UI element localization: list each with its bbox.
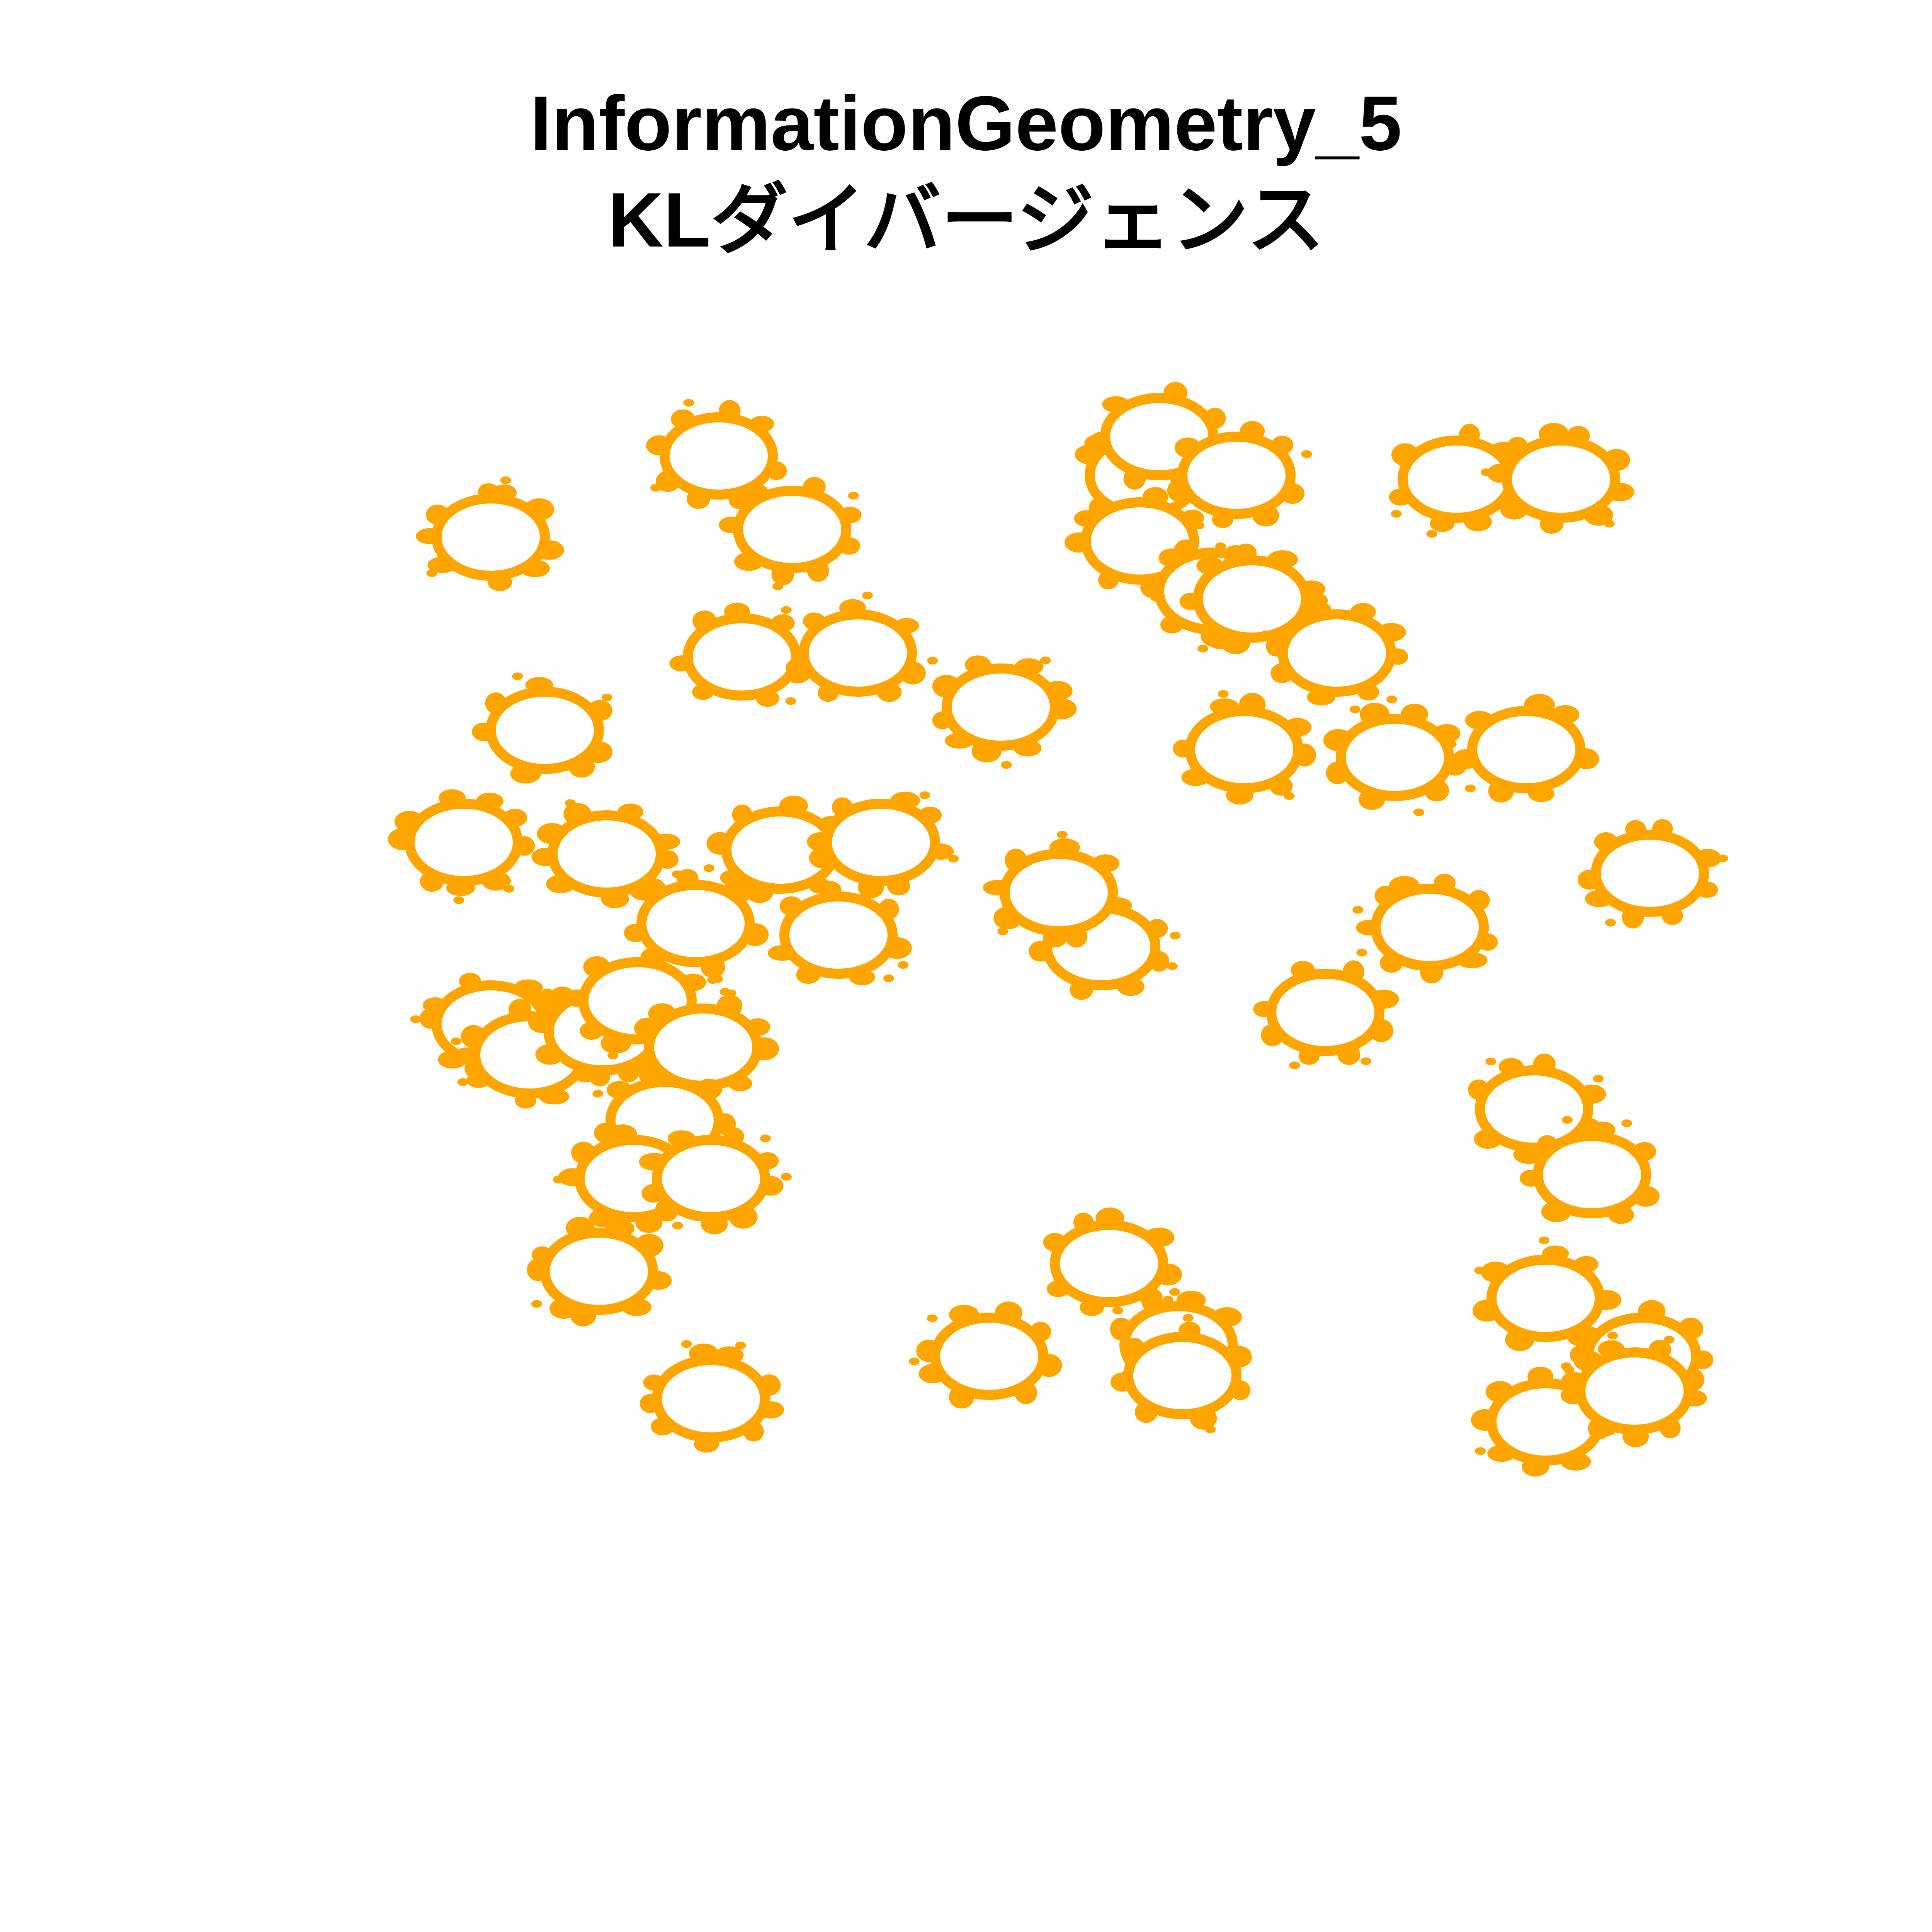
flower-ring-icon bbox=[767, 881, 912, 985]
flower-ring-icon bbox=[1260, 601, 1408, 713]
flower-ring-icon bbox=[785, 592, 938, 702]
flower-ring-icon bbox=[531, 799, 683, 908]
flower-ring-icon bbox=[639, 1127, 792, 1235]
flower-ring-icon bbox=[1323, 696, 1468, 816]
flower-ring-icon bbox=[472, 672, 613, 784]
flower-ring-icon bbox=[1561, 1332, 1707, 1447]
flower-ring-icon bbox=[1173, 690, 1316, 804]
flower-ring-icon bbox=[719, 477, 862, 590]
flower-ring-icon bbox=[1253, 960, 1399, 1069]
flower-ring-icon bbox=[807, 791, 959, 898]
flower-ring-icon bbox=[983, 831, 1132, 948]
flower-ring-icon bbox=[624, 869, 769, 984]
figure-title-line-1: InformationGeometry_5 bbox=[530, 80, 1402, 167]
figure-title-line-2: KLダイバージェンス bbox=[607, 177, 1325, 263]
flower-ring-icon bbox=[639, 1340, 784, 1453]
flower-ring-icon bbox=[388, 789, 535, 904]
flower-ring-icon bbox=[1481, 423, 1634, 534]
flower-ring-icon bbox=[1468, 1053, 1606, 1164]
flower-ring-icon bbox=[1167, 421, 1312, 530]
flower-ring-icon bbox=[908, 1301, 1062, 1409]
flower-ring-icon bbox=[1082, 382, 1240, 490]
flower-ring-icon bbox=[669, 602, 810, 707]
flower-ring-icon bbox=[932, 655, 1077, 769]
flower-ring-icon bbox=[1519, 1116, 1660, 1224]
flower-ring-icon bbox=[527, 1211, 672, 1327]
flower-ring-icon bbox=[1446, 694, 1599, 803]
flower-ring-icon bbox=[416, 476, 564, 591]
flower-ring-icon bbox=[646, 399, 787, 509]
flower-ring-icon bbox=[1111, 1314, 1251, 1434]
flower-ring-icon bbox=[1577, 819, 1728, 929]
flower-ring-icon bbox=[1352, 874, 1498, 983]
